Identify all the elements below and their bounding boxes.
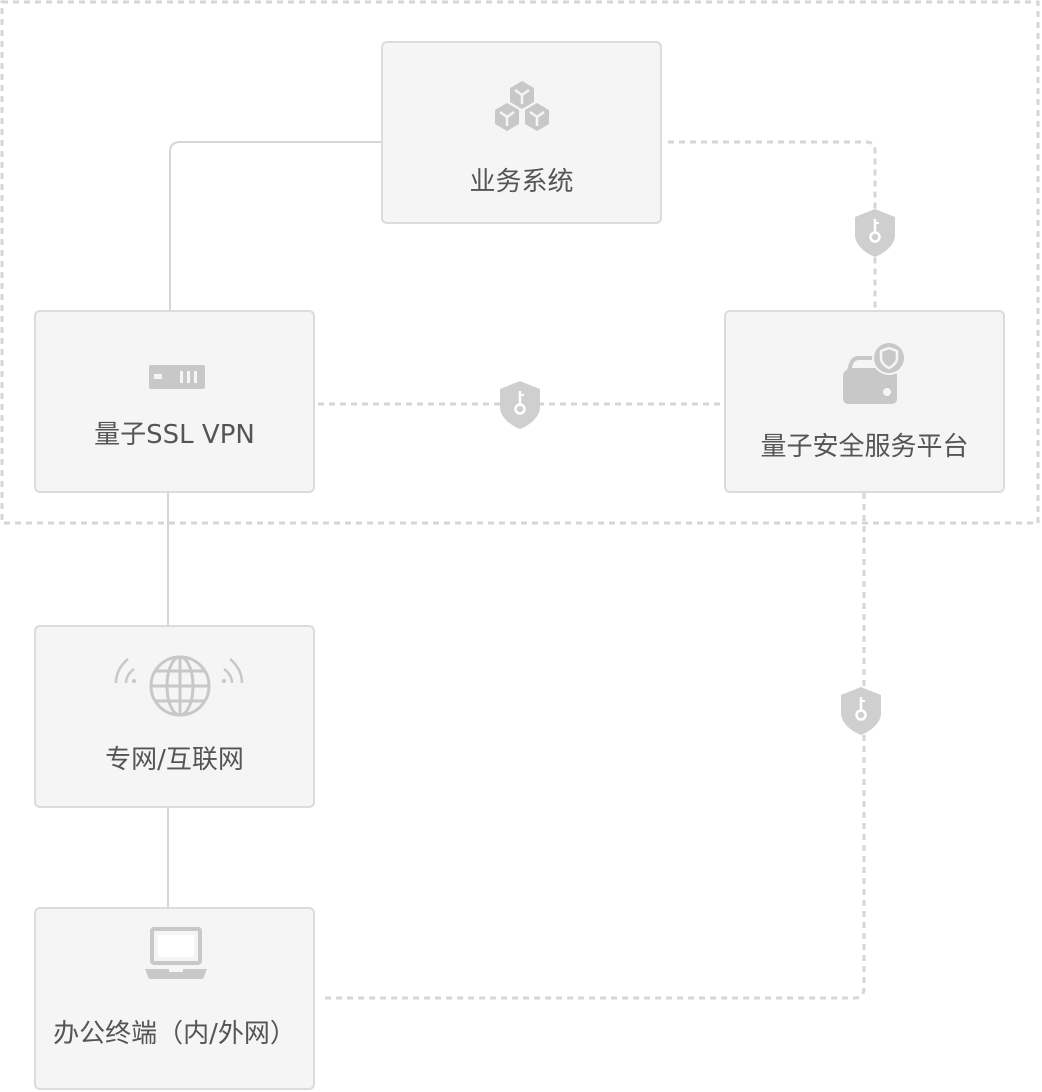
shield-key-icon — [855, 209, 895, 257]
link-business-vpn — [169, 141, 381, 310]
cubes-icon — [495, 81, 549, 131]
key-link-business-platform — [668, 140, 877, 310]
node-private-network-internet[interactable]: 专网/互联网 — [34, 625, 315, 808]
globe-signal-icon — [114, 655, 244, 717]
node-label-platform: 量子安全服务平台 — [760, 432, 969, 462]
trusted-zone-boundary — [0, 0, 1040, 525]
laptop-icon — [145, 927, 207, 979]
key-link-platform-terminal — [320, 493, 866, 1000]
node-label-vpn: 量子SSL VPN — [94, 420, 255, 450]
shield-key-icon — [841, 687, 881, 735]
node-office-terminal[interactable]: 办公终端（内/外网） — [34, 907, 315, 1090]
vpn-device-icon — [149, 365, 205, 389]
shield-key-icon — [500, 381, 540, 429]
node-label-terminal: 办公终端（内/外网） — [53, 1019, 296, 1049]
node-label-net: 专网/互联网 — [105, 745, 244, 775]
server-shield-icon — [843, 341, 906, 404]
node-quantum-security-platform[interactable]: 量子安全服务平台 — [724, 310, 1005, 493]
node-label-business: 业务系统 — [469, 167, 574, 197]
node-business-system[interactable]: 业务系统 — [381, 41, 662, 224]
node-quantum-ssl-vpn[interactable]: 量子SSL VPN — [34, 310, 315, 493]
